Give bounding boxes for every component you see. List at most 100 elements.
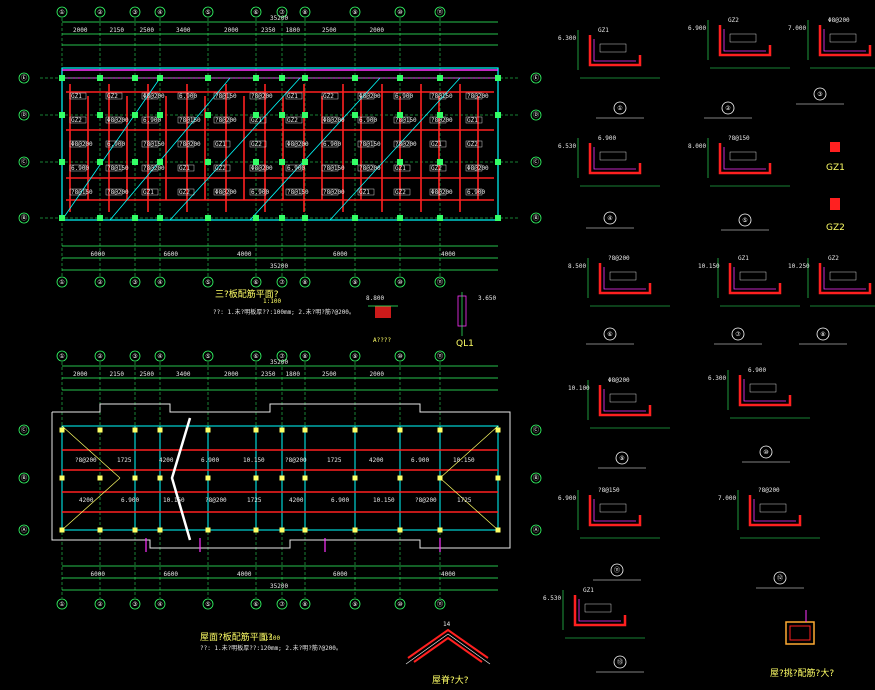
detail-rebar: Φ8@200	[608, 377, 630, 384]
detail-elev: 6.900	[688, 25, 706, 32]
plan1-rebar-label: GZ1	[359, 189, 370, 196]
plan1-axis-label: ⑥	[253, 9, 258, 16]
plan1-side-axis-label: Ⓔ	[533, 74, 539, 82]
plan1-axis-bubble-top: ④	[154, 6, 166, 18]
column-marker	[397, 159, 403, 165]
column-marker	[97, 112, 103, 118]
plan1-axis-label: ⑩	[397, 9, 402, 16]
plan1-rebar-label: Φ8@200	[107, 117, 129, 124]
column-marker	[397, 112, 403, 118]
plan2-axis-bubble-bot: ⑥	[250, 598, 262, 610]
plan2-top-dim: 2500	[322, 371, 337, 378]
plan2-rebar-label: 6.900	[121, 497, 139, 504]
plan1-bottom-dim: 6600	[164, 251, 179, 258]
column-marker	[205, 159, 211, 165]
plan2-side-axis-label: Ⓑ	[533, 474, 539, 482]
column-marker	[157, 75, 163, 81]
column-marker	[97, 427, 103, 433]
plan2-axis-bubble-bot: ③	[129, 598, 141, 610]
plan2-axis-label: ⑪	[437, 600, 443, 608]
column-marker	[437, 75, 443, 81]
ridge-label: 屋脊?大?	[432, 674, 469, 686]
plan1-rebar-label: GZ2	[179, 189, 190, 196]
plan1-rebar-label: Φ8@200	[71, 141, 93, 148]
plan1-axis-bubble-bot: ②	[94, 276, 106, 288]
plan1-rebar-label: GZ1	[251, 117, 262, 124]
plan2-rebar-label: ?8@200	[205, 497, 227, 504]
plan1-rebar-label: 6.900	[359, 117, 377, 124]
plan2-top-dim: 2000	[73, 371, 88, 378]
plan1-rebar-label: ?8@200	[179, 141, 201, 148]
column-marker	[205, 427, 211, 433]
column-marker	[279, 159, 285, 165]
detail-elev: 8.500	[568, 263, 586, 270]
mid-elev-2: 3.650	[478, 295, 496, 302]
plan2-top-dim: 2000	[224, 371, 239, 378]
plan2-axis-label: ⑦	[279, 353, 285, 360]
plan1-rebar-label: ?8@150	[215, 93, 237, 100]
plan1-axis-bubble-top: ①	[56, 6, 68, 18]
detail-number: ④	[607, 215, 612, 222]
column-marker	[157, 215, 163, 221]
plan1-side-axis-bubble: Ⓒ	[18, 156, 30, 168]
plan1-rebar-label: ?8@200	[107, 189, 129, 196]
column-marker	[157, 427, 163, 433]
column-marker	[205, 475, 211, 481]
column-marker	[352, 112, 358, 118]
column-marker	[302, 75, 308, 81]
plan1-axis-label: ④	[157, 9, 162, 16]
plan2-side-axis-bubble: Ⓐ	[530, 524, 542, 536]
column-marker	[352, 159, 358, 165]
plan2-axis-bubble-bot: ⑧	[299, 598, 311, 610]
column-marker	[132, 112, 138, 118]
column-marker	[302, 427, 308, 433]
column-marker	[352, 75, 358, 81]
plan1-side-axis-bubble: Ⓒ	[530, 156, 542, 168]
detail-rebar: ?8@200	[608, 255, 630, 262]
plan1-top-dim: 3400	[176, 27, 191, 34]
plan2-top-dim: 2500	[140, 371, 155, 378]
plan2-axis-label: ③	[132, 601, 137, 608]
column-marker	[97, 159, 103, 165]
plan1-rebar-label: ?8@200	[323, 189, 345, 196]
column-marker	[59, 215, 65, 221]
plan1-top-dim: 2000	[370, 27, 385, 34]
plan1-rebar-label: GZ1	[215, 141, 226, 148]
plan1-top-dim: 2000	[224, 27, 239, 34]
detail-section-6: 8.500 ?8@200 ⑥	[568, 255, 670, 345]
plan1-scale: 1:100	[263, 298, 281, 305]
plan1-rebar-label: Φ8@200	[431, 189, 453, 196]
plan1-axis-bubble-bot: ⑪	[434, 276, 446, 288]
detail-elev: 7.000	[718, 495, 736, 502]
plan1-rebar-label: Φ8@200	[467, 165, 489, 172]
plan1-rebar-label: GZ2	[467, 141, 478, 148]
plan2-top-dim: 2350	[261, 371, 276, 378]
column-marker	[253, 527, 259, 533]
plan1-axis-bubble-top: ⑩	[394, 6, 406, 18]
detail-number: ⑥	[607, 331, 612, 338]
section-label: A????	[373, 337, 391, 344]
column-marker	[397, 75, 403, 81]
plan1-axis-bubble-top: ⑥	[250, 6, 262, 18]
plan2-axis-bubble-top: ⑪	[434, 350, 446, 362]
plan1-side-axis-bubble: Ⓑ	[530, 212, 542, 224]
plan1-axis-bubble-bot: ④	[154, 276, 166, 288]
plan1-rebar-label: ?8@200	[143, 165, 165, 172]
plan2-rebar-label: ?8@200	[285, 457, 307, 464]
column-marker	[205, 527, 211, 533]
plan2-side-axis-bubble: Ⓒ	[18, 424, 30, 436]
plan1-rebar-label: Φ8@200	[323, 117, 345, 124]
plan2-axis-label: ⑥	[253, 601, 258, 608]
plan2-axis-bubble-top: ④	[154, 350, 166, 362]
column-marker	[205, 112, 211, 118]
plan2-side-axis-bubble: Ⓐ	[18, 524, 30, 536]
column-marker	[495, 112, 501, 118]
column-marker	[59, 112, 65, 118]
plan1-rebar-label: ?8@200	[467, 93, 489, 100]
detail-number: ②	[725, 105, 731, 112]
plan2-axis-bubble-top: ①	[56, 350, 68, 362]
plan1-axis-label: ⑪	[437, 8, 443, 16]
plan2-rebar-label: 1725	[457, 497, 472, 504]
plan1-rebar-label: GZ1	[71, 93, 82, 100]
